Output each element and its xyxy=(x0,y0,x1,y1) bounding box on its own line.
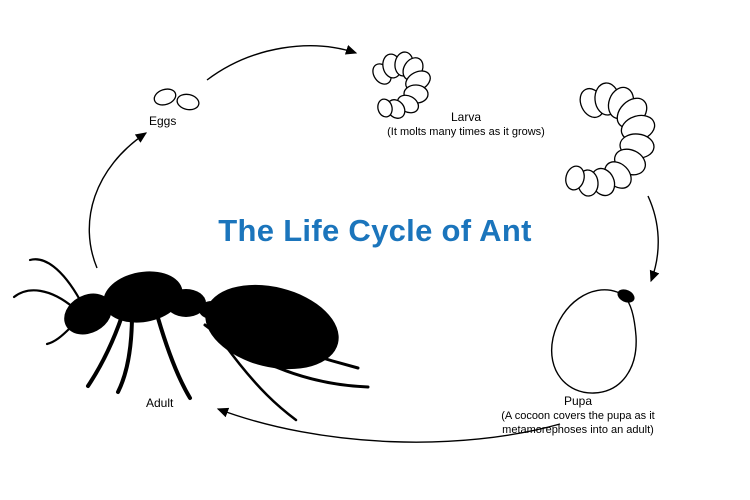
large-larva-illustration xyxy=(565,82,656,197)
pupa-caption-line-2: metamorephoses into an adult) xyxy=(502,424,654,437)
arrow-eggs-to-larva xyxy=(206,44,358,81)
pupa-head-spot xyxy=(617,289,635,303)
arrow-pupa-to-adult xyxy=(216,407,561,443)
cycle-arrows xyxy=(88,44,660,443)
adult-ant-illustration xyxy=(12,258,370,422)
adult-label: Adult xyxy=(146,396,174,410)
diagram-title: The Life Cycle of Ant xyxy=(218,213,532,248)
larva-label: Larva xyxy=(450,110,482,124)
larva-label-block: Larva (It molts many times as it grows) xyxy=(360,110,572,139)
arrow-adult-to-eggs xyxy=(88,132,148,269)
small-larva-illustration xyxy=(372,51,431,119)
eggs-label: Eggs xyxy=(149,114,177,128)
pupa-label: Pupa xyxy=(563,394,593,408)
eggs-illustration xyxy=(153,88,200,111)
pupa-label-block: Pupa (A cocoon covers the pupa as it met… xyxy=(466,394,690,438)
pupa-caption-line-1: (A cocoon covers the pupa as it xyxy=(501,410,655,422)
larva-caption: (It molts many times as it grows) xyxy=(387,126,545,138)
arrow-larva-to-pupa xyxy=(647,195,660,283)
pupa-illustration xyxy=(551,289,637,394)
